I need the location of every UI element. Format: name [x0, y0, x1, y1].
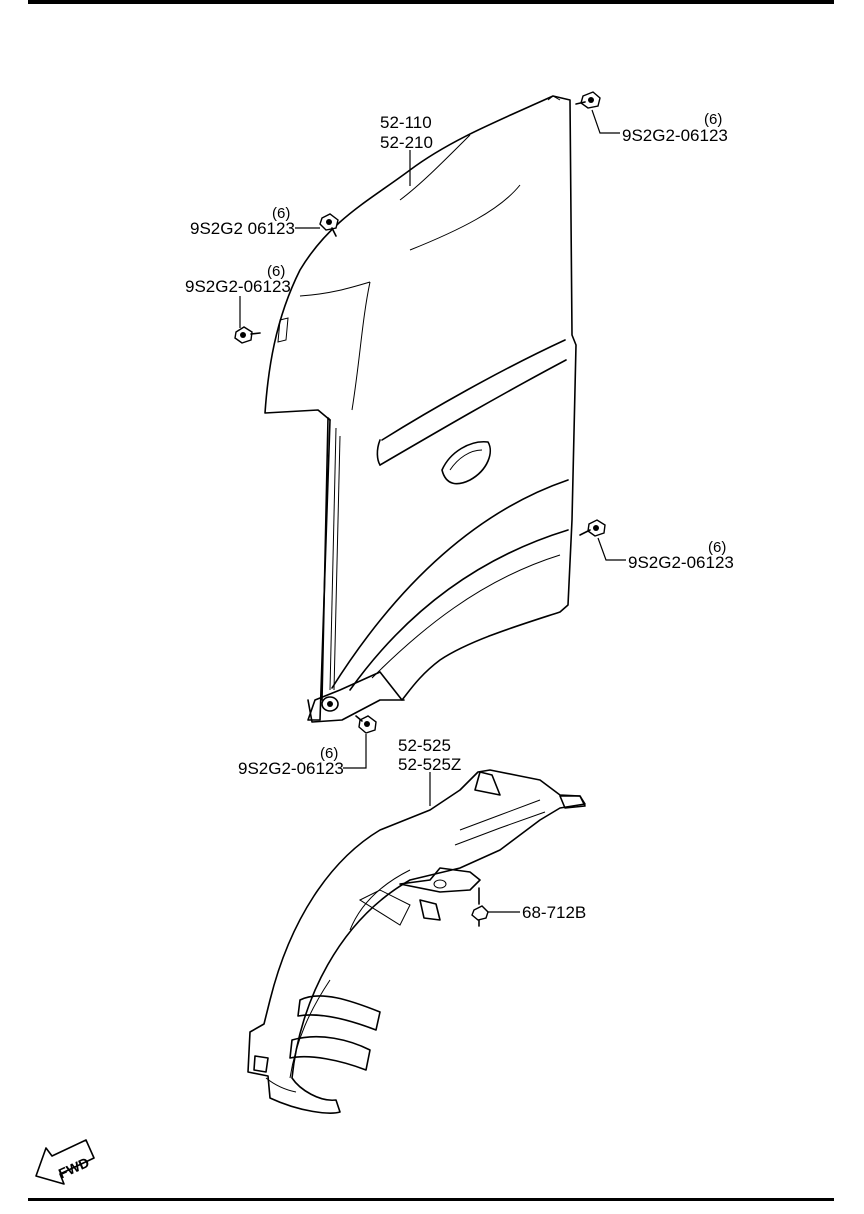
- bolt-4-qty: (6): [708, 539, 726, 556]
- mudguard-part-number-1: 52-525: [398, 736, 451, 755]
- bolt-1[interactable]: [575, 91, 601, 109]
- mudguard-part-number-2: 52-525Z: [398, 755, 461, 774]
- bolt-1-part-number: 9S2G2-06123: [622, 126, 728, 145]
- bolt-5-part-number: 9S2G2-06123: [238, 759, 344, 778]
- fwd-arrow-icon: FWD: [35, 1139, 95, 1185]
- clip-part-number: 68-712B: [522, 903, 586, 922]
- bolt-3-part-number: 9S2G2-06123: [185, 277, 291, 296]
- bolt-4[interactable]: [579, 519, 606, 537]
- leader-lines: [239, 109, 626, 913]
- fender-part-number-1: 52-110: [380, 113, 432, 132]
- bolt-5[interactable]: [355, 715, 377, 734]
- fender-part-number-2: 52-210: [380, 133, 433, 152]
- bolt-3-qty: (6): [267, 263, 285, 280]
- bolt-2-part-number: 9S2G2 06123: [190, 219, 295, 238]
- bolt-5-qty: (6): [320, 745, 338, 762]
- top-border: [28, 0, 834, 4]
- clip[interactable]: [471, 887, 489, 927]
- bolt-4-part-number: 9S2G2-06123: [628, 553, 734, 572]
- bolt-1-qty: (6): [704, 111, 722, 128]
- front-mudguard[interactable]: [247, 769, 586, 1114]
- bolt-2-qty: (6): [272, 205, 290, 222]
- fwd-label: FWD: [56, 1154, 92, 1182]
- front-fender[interactable]: [264, 95, 577, 723]
- bolt-2[interactable]: [319, 213, 339, 237]
- bottom-border: [28, 1198, 834, 1201]
- bolt-3[interactable]: [234, 326, 261, 344]
